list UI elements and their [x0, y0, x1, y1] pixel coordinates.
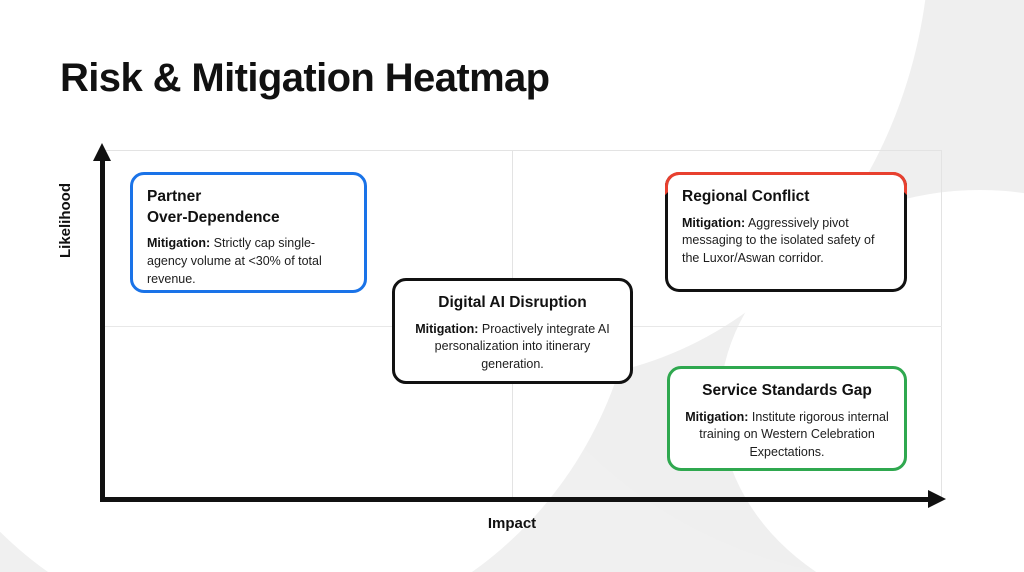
risk-card-title: Regional Conflict — [682, 188, 810, 205]
risk-card-body: Mitigation: Aggressively pivot messaging… — [682, 215, 890, 268]
risk-card-service-standards-gap[interactable]: Service Standards Gap Mitigation: Instit… — [667, 366, 907, 471]
mitigation-text: Proactively integrate AI personalization… — [434, 321, 610, 372]
x-axis-arrow-icon — [928, 490, 946, 508]
risk-card-regional-conflict[interactable]: Regional Conflict Mitigation: Aggressive… — [665, 172, 907, 292]
risk-card-body: Mitigation: Strictly cap single-agency v… — [147, 235, 350, 288]
mitigation-text: Institute rigorous internal training on … — [699, 409, 889, 460]
y-axis-arrow-icon — [93, 143, 111, 161]
mitigation-label: Mitigation: — [415, 321, 479, 336]
x-axis-line — [100, 497, 933, 502]
y-axis-line — [100, 160, 105, 501]
risk-card-title: Service Standards Gap — [702, 382, 872, 399]
x-axis-label-wrapper: Impact — [0, 515, 1024, 532]
page-title: Risk & Mitigation Heatmap — [60, 56, 550, 100]
risk-card-partner-over-dependence[interactable]: Partner Over-Dependence Mitigation: Stri… — [130, 172, 367, 293]
mitigation-label: Mitigation: — [685, 409, 749, 424]
risk-card-body: Mitigation: Proactively integrate AI per… — [409, 321, 616, 374]
risk-card-body: Mitigation: Institute rigorous internal … — [684, 409, 890, 462]
risk-card-title: Digital AI Disruption — [438, 294, 587, 311]
mitigation-text: Aggressively pivot messaging to the isol… — [682, 215, 875, 266]
mitigation-label: Mitigation: — [147, 236, 211, 251]
risk-card-title: Partner Over-Dependence — [147, 188, 280, 226]
y-axis-label: Likelihood — [57, 183, 74, 258]
risk-card-digital-ai-disruption[interactable]: Digital AI Disruption Mitigation: Proact… — [392, 278, 633, 384]
mitigation-label: Mitigation: — [682, 215, 746, 230]
mitigation-text: Strictly cap single-agency volume at <30… — [147, 236, 322, 286]
x-axis-label: Impact — [487, 515, 537, 532]
